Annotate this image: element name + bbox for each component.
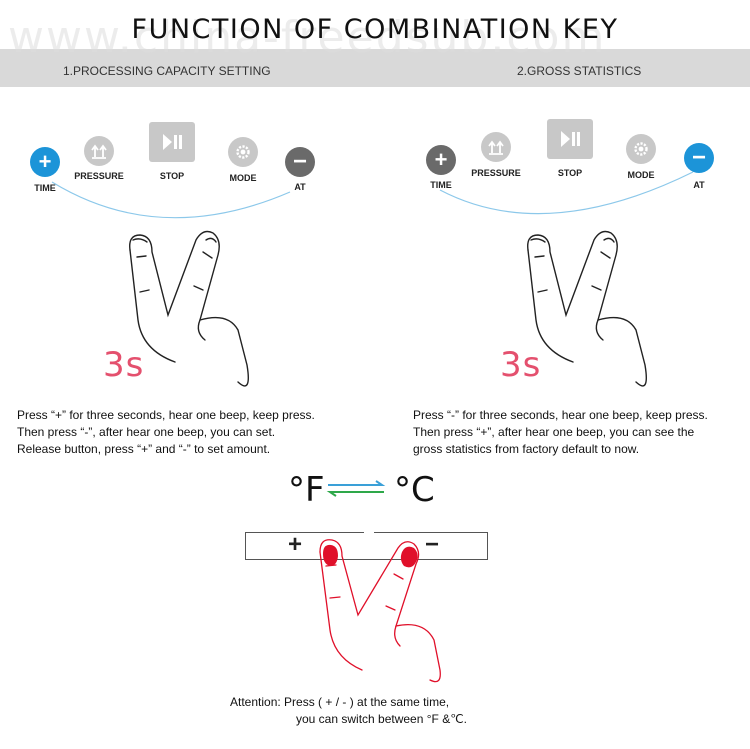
hand-icon bbox=[129, 230, 250, 387]
fahrenheit-label: °F bbox=[288, 470, 325, 510]
instruction-line: Then press “+”, after hear one beep, you… bbox=[413, 425, 695, 439]
pressure-label: PRESSURE bbox=[74, 171, 124, 181]
pressure-button[interactable] bbox=[481, 132, 511, 162]
pressure-button[interactable] bbox=[84, 136, 114, 166]
pressure-label: PRESSURE bbox=[471, 168, 521, 178]
instruction-line: Press “-” for three seconds, hear one be… bbox=[413, 408, 708, 422]
mode-button[interactable] bbox=[228, 137, 258, 167]
right-instructions: Press “-” for three seconds, hear one be… bbox=[413, 407, 708, 458]
left-instructions: Press “+” for three seconds, hear one be… bbox=[17, 407, 315, 458]
stop-button[interactable] bbox=[547, 119, 593, 159]
gear-icon bbox=[634, 142, 648, 156]
plus-icon: + bbox=[38, 149, 52, 174]
mode-button[interactable] bbox=[626, 134, 656, 164]
mode-label: MODE bbox=[627, 170, 655, 180]
stop-button[interactable] bbox=[149, 122, 195, 162]
hold-time-label: 3s bbox=[103, 345, 145, 385]
header-band bbox=[0, 49, 750, 87]
watermark: www.china-freedsub.com bbox=[8, 12, 607, 63]
key-divider bbox=[364, 526, 374, 534]
plus-icon: + bbox=[434, 147, 448, 172]
section-title-statistics: 2.GROSS STATISTICS bbox=[517, 64, 642, 78]
hold-time-label: 3s bbox=[500, 345, 542, 385]
time-plus-button[interactable]: + bbox=[30, 147, 60, 177]
at-minus-button[interactable]: − bbox=[684, 143, 714, 173]
mode-label: MODE bbox=[229, 173, 257, 183]
instruction-line: gross statistics from factory default to… bbox=[413, 442, 640, 456]
right-illustration bbox=[439, 171, 694, 387]
at-minus-button[interactable]: − bbox=[285, 147, 315, 177]
attention-line-1: Attention: Press ( + / - ) at the same t… bbox=[230, 695, 450, 709]
left-illustration bbox=[51, 181, 291, 387]
minus-icon: − bbox=[691, 144, 706, 171]
instruction-line: Press “+” for three seconds, hear one be… bbox=[17, 408, 315, 422]
key-bar bbox=[245, 532, 488, 560]
attention-line-2: you can switch between °F &℃. bbox=[296, 712, 468, 726]
section-title-processing: 1.PROCESSING CAPACITY SETTING bbox=[63, 64, 271, 78]
time-label: TIME bbox=[34, 183, 56, 193]
red-hand-icon bbox=[319, 539, 441, 683]
switch-arrows-icon bbox=[326, 480, 386, 497]
minus-key[interactable]: − bbox=[425, 531, 440, 558]
at-label: AT bbox=[294, 182, 306, 192]
time-plus-button[interactable]: + bbox=[426, 145, 456, 175]
plus-key[interactable]: + bbox=[288, 531, 303, 558]
page-title: FUNCTION OF COMBINATION KEY bbox=[131, 14, 619, 45]
pressure-icon bbox=[488, 140, 504, 155]
time-label: TIME bbox=[430, 180, 452, 190]
instruction-line: Release button, press “+” and “-” to set… bbox=[17, 442, 271, 456]
stop-label: STOP bbox=[557, 168, 583, 178]
minus-icon: − bbox=[292, 148, 307, 175]
pressure-icon bbox=[91, 144, 107, 159]
instruction-line: Then press “-”, after hear one beep, you… bbox=[17, 425, 276, 439]
hand-icon bbox=[527, 230, 648, 387]
gear-icon bbox=[236, 145, 250, 159]
at-label: AT bbox=[693, 180, 705, 190]
play-pause-icon bbox=[561, 131, 580, 147]
play-pause-icon bbox=[163, 134, 182, 150]
stop-label: STOP bbox=[159, 171, 185, 181]
celsius-label: °C bbox=[394, 470, 435, 510]
